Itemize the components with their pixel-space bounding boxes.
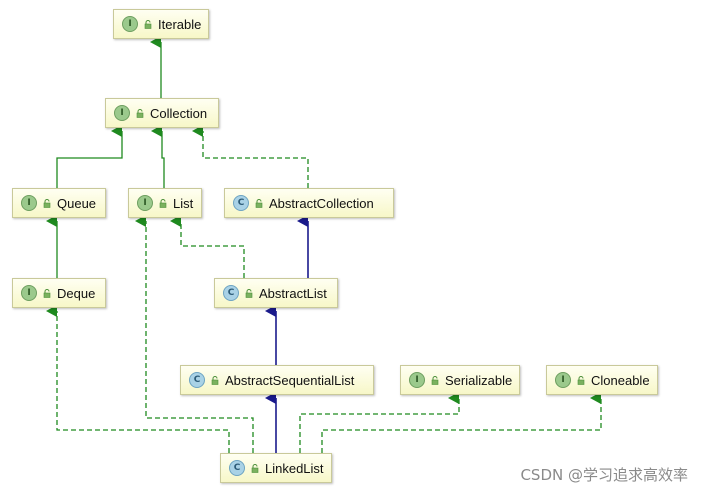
node-cloneable[interactable]: I Cloneable — [546, 365, 658, 395]
interface-icon: I — [137, 195, 153, 211]
node-abstractcollection[interactable]: C AbstractCollection — [224, 188, 394, 218]
node-label: AbstractCollection — [269, 195, 374, 211]
edge-abstractcollection-to-collection — [192, 125, 309, 188]
node-label: Deque — [57, 285, 96, 301]
class-icon: C — [233, 195, 249, 211]
edge-queue-to-collection — [56, 125, 123, 188]
node-label: AbstractSequentialList — [225, 372, 355, 388]
node-label: AbstractList — [259, 285, 327, 301]
public-lock-icon — [144, 19, 152, 29]
edge-linkedlist-to-serializable — [299, 392, 460, 453]
public-lock-icon — [245, 288, 253, 298]
interface-icon: I — [21, 285, 37, 301]
public-lock-icon — [159, 198, 167, 208]
public-lock-icon — [136, 108, 144, 118]
node-label: Iterable — [158, 16, 202, 32]
public-lock-icon — [43, 198, 51, 208]
interface-icon: I — [21, 195, 37, 211]
interface-icon: I — [409, 372, 425, 388]
edge-list-to-collection — [151, 125, 165, 188]
node-serializable[interactable]: I Serializable — [400, 365, 520, 395]
public-lock-icon — [255, 198, 263, 208]
node-label: LinkedList — [265, 460, 324, 476]
class-icon: C — [229, 460, 245, 476]
node-iterable[interactable]: I Iterable — [113, 9, 209, 39]
node-linkedlist[interactable]: C LinkedList — [220, 453, 332, 483]
class-icon: C — [223, 285, 239, 301]
public-lock-icon — [251, 463, 259, 473]
node-label: Collection — [150, 105, 208, 121]
interface-icon: I — [555, 372, 571, 388]
node-collection[interactable]: I Collection — [105, 98, 219, 128]
node-label: Serializable — [445, 372, 513, 388]
node-deque[interactable]: I Deque — [12, 278, 106, 308]
node-list[interactable]: I List — [128, 188, 202, 218]
interface-icon: I — [122, 16, 138, 32]
edge-linkedlist-to-cloneable — [321, 392, 602, 453]
edge-linkedlist-to-deque — [46, 305, 230, 453]
public-lock-icon — [43, 288, 51, 298]
node-label: Cloneable — [591, 372, 650, 388]
public-lock-icon — [431, 375, 439, 385]
edge-abstractlist-to-list — [170, 215, 245, 278]
edge-linkedlist-to-list — [135, 215, 254, 453]
node-queue[interactable]: I Queue — [12, 188, 106, 218]
class-icon: C — [189, 372, 205, 388]
edge-layer — [46, 36, 602, 453]
node-label: Queue — [57, 195, 97, 211]
node-abstractlist[interactable]: C AbstractList — [214, 278, 338, 308]
public-lock-icon — [211, 375, 219, 385]
node-label: List — [173, 195, 194, 211]
watermark-text: CSDN @学习追求高效率 — [520, 466, 688, 484]
public-lock-icon — [577, 375, 585, 385]
interface-icon: I — [114, 105, 130, 121]
node-abstractsequentiallist[interactable]: C AbstractSequentialList — [180, 365, 374, 395]
